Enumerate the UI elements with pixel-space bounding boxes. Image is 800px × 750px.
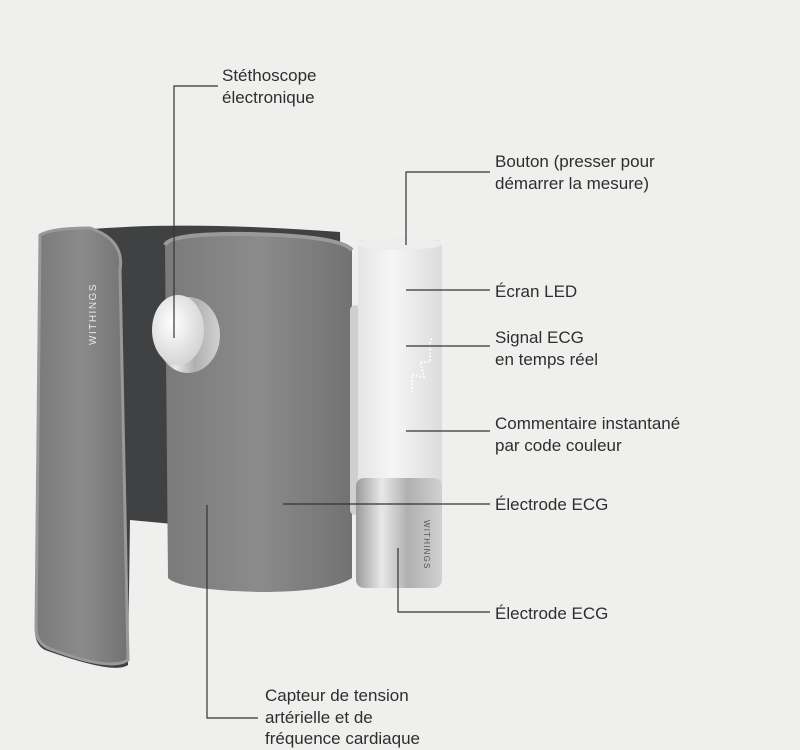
brand-mark-tube: WITHINGS <box>422 520 431 570</box>
label-line: Stéthoscope <box>222 66 317 85</box>
label-electrode-1: Électrode ECG <box>495 494 608 516</box>
label-line: Commentaire instantané <box>495 414 681 433</box>
label-line: démarrer la mesure) <box>495 173 649 193</box>
label-line: fréquence cardiaque <box>265 729 421 748</box>
label-line: en temps réel <box>495 349 598 369</box>
brand-mark-cuff: WITHINGS <box>88 283 99 345</box>
label-button: Bouton (presser pour démarrer la mesure) <box>495 151 655 194</box>
label-line: Électrode ECG <box>495 495 609 514</box>
label-electrode-2: Électrode ECG <box>495 603 608 625</box>
label-sensor: Capteur de tension artérielle et de fréq… <box>265 685 420 750</box>
label-line: artérielle et de <box>265 707 373 727</box>
label-stethoscope: Stéthoscope électronique <box>222 65 317 108</box>
stethoscope-dome <box>152 295 220 373</box>
cuff-front <box>163 231 360 592</box>
label-led-screen: Écran LED <box>495 281 577 303</box>
label-line: Écran LED <box>495 282 578 301</box>
label-feedback: Commentaire instantané par code couleur <box>495 413 680 456</box>
label-line: électronique <box>222 87 315 107</box>
label-line: Bouton (presser pour <box>495 152 655 171</box>
leader-lines <box>173 85 490 719</box>
control-tube: WITHINGS <box>356 238 442 588</box>
label-ecg-signal: Signal ECG en temps réel <box>495 327 598 370</box>
label-line: par code couleur <box>495 435 622 455</box>
ecg-led-trace <box>411 336 433 392</box>
label-line: Électrode ECG <box>495 604 609 623</box>
label-line: Capteur de tension <box>265 686 409 705</box>
label-line: Signal ECG <box>495 328 584 347</box>
